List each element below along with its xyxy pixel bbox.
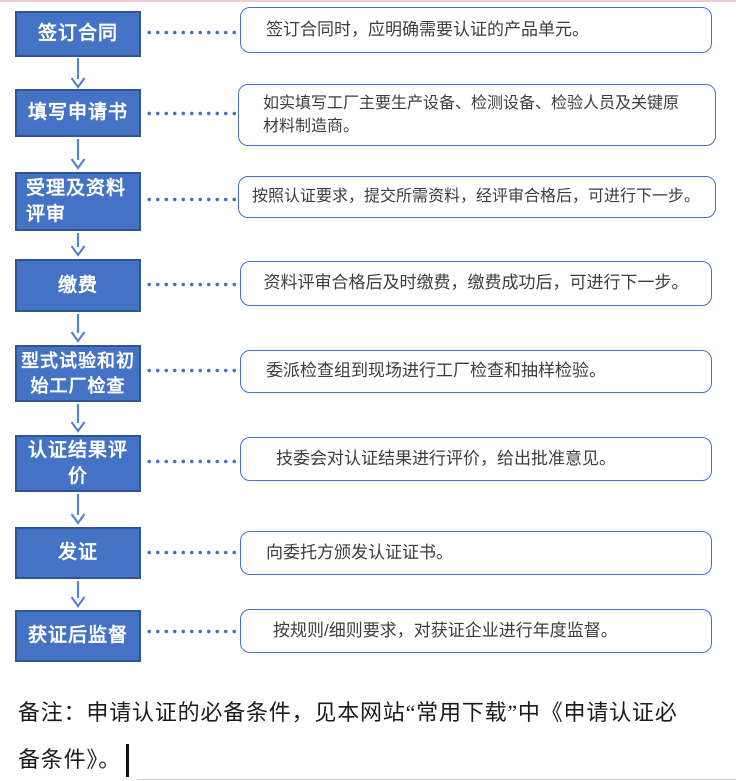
down-arrow-2 — [70, 139, 86, 170]
flow-callout-fill-application: 如实填写工厂主要生产设备、检测设备、检验人员及关键原 材料制造商。 — [238, 84, 716, 146]
down-arrow-1 — [70, 58, 86, 89]
dotted-connector-5 — [145, 368, 239, 373]
flow-callout-type-test-factory-inspection: 委派检查组到现场进行工厂检查和抽样检验。 — [240, 350, 712, 393]
flow-callout-sign-contract: 签订合同时，应明确需要认证的产品单元。 — [240, 7, 712, 53]
down-arrow-5 — [70, 404, 86, 433]
down-arrow-3 — [70, 233, 86, 257]
dotted-connector-4 — [145, 282, 239, 287]
flow-step-post-certification-supervision: 获证后监督 — [15, 610, 141, 662]
flow-callout-post-certification-supervision: 按规则/细则要求，对获证企业进行年度监督。 — [240, 609, 712, 653]
dotted-connector-3 — [145, 197, 239, 202]
note-text-line-1: 备注：申请认证的必备条件，见本网站“常用下载”中《申请认证必 — [18, 700, 678, 725]
dotted-connector-1 — [145, 30, 239, 35]
bottom-divider-line — [137, 779, 736, 780]
down-arrow-7 — [70, 581, 86, 608]
flow-step-result-evaluation: 认证结果评 价 — [15, 435, 141, 492]
down-arrow-6 — [70, 494, 86, 525]
flow-callout-issue-certificate: 向委托方颁发认证证书。 — [240, 531, 712, 575]
top-divider-line — [0, 0, 736, 2]
dotted-connector-2 — [145, 111, 239, 116]
flow-step-sign-contract: 签订合同 — [15, 11, 141, 57]
flow-step-acceptance-review: 受理及资料 评审 — [15, 172, 141, 231]
flow-step-issue-certificate: 发证 — [15, 527, 141, 579]
flow-step-type-test-factory-inspection: 型式试验和初 始工厂检查 — [15, 345, 141, 402]
note-text-line-2: 备条件》。 — [18, 747, 122, 772]
down-arrow-4 — [70, 314, 86, 343]
flow-step-fill-application: 填写申请书 — [15, 89, 141, 137]
flow-callout-result-evaluation: 技委会对认证结果进行评价，给出批准意见。 — [240, 437, 712, 481]
flow-callout-acceptance-review: 按照认证要求，提交所需资料，经评审合格后，可进行下一步。 — [238, 176, 716, 218]
text-cursor — [126, 744, 129, 777]
dotted-connector-6 — [145, 459, 239, 464]
flow-step-payment: 缴费 — [15, 259, 141, 312]
dotted-connector-7 — [145, 550, 239, 555]
dotted-connector-8 — [145, 629, 239, 634]
flow-callout-payment: 资料评审合格后及时缴费，缴费成功后，可进行下一步。 — [240, 261, 712, 306]
